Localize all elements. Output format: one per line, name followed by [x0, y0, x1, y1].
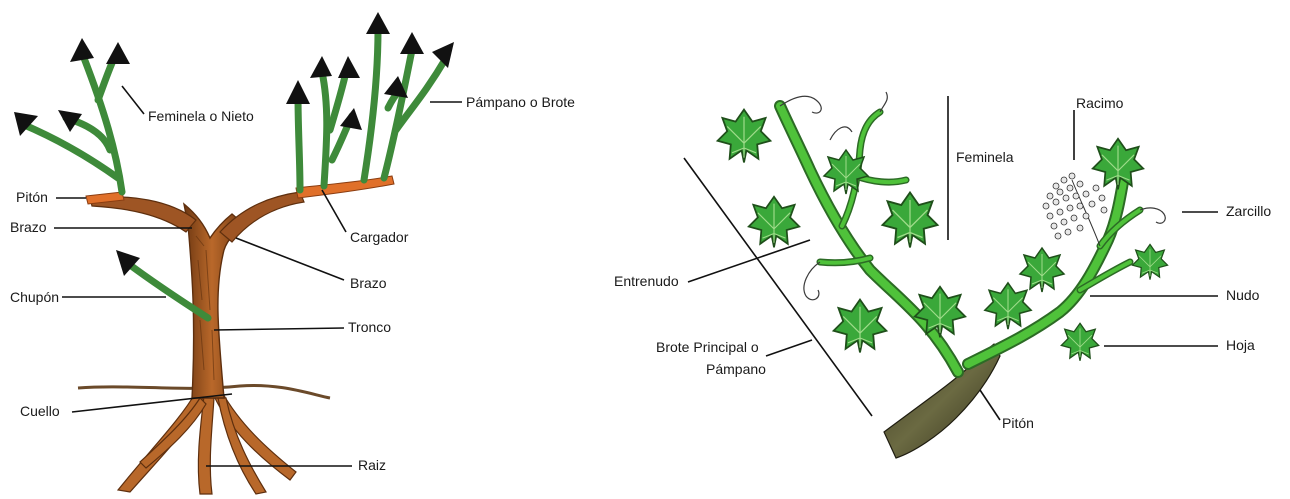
label-hoja: Hoja — [1226, 337, 1255, 353]
label-cargador: Cargador — [350, 229, 409, 245]
cargador-cane — [296, 176, 394, 198]
leaf-hoja — [1061, 323, 1098, 360]
leaf — [985, 283, 1031, 329]
roots — [118, 392, 296, 494]
label-feminela: Feminela — [956, 149, 1014, 165]
left-vine-diagram: Feminela o Nieto Pámpano o Brote Pitón B… — [10, 12, 575, 494]
label-brote-principal-line2: Pámpano — [706, 361, 766, 377]
growth-arrows-left — [14, 38, 130, 136]
label-raiz: Raiz — [358, 457, 386, 473]
label-brote-principal-line1: Brote Principal o — [656, 339, 759, 355]
leaf — [1020, 248, 1064, 292]
label-nudo: Nudo — [1226, 287, 1260, 303]
racimo-cluster — [1043, 173, 1107, 246]
label-pampano-o-brote: Pámpano o Brote — [466, 94, 575, 110]
label-tronco: Tronco — [348, 319, 391, 335]
label-chupon: Chupón — [10, 289, 59, 305]
leaf — [1093, 139, 1144, 190]
label-zarcillo: Zarcillo — [1226, 203, 1271, 219]
right-shoot-diagram: Racimo Feminela Zarcillo Entrenudo Nudo … — [614, 92, 1271, 458]
label-brazo-right: Brazo — [350, 275, 387, 291]
leaf — [749, 197, 800, 248]
leaf — [718, 110, 771, 163]
leaf — [834, 300, 887, 353]
leaf — [1132, 244, 1167, 279]
leaf — [883, 193, 938, 248]
label-piton-right: Pitón — [1002, 415, 1034, 431]
label-brazo-left: Brazo — [10, 219, 47, 235]
label-entrenudo: Entrenudo — [614, 273, 679, 289]
label-piton: Pitón — [16, 189, 48, 205]
label-cuello: Cuello — [20, 403, 60, 419]
label-feminela-o-nieto: Feminela o Nieto — [148, 108, 254, 124]
label-racimo: Racimo — [1076, 95, 1124, 111]
tendrils — [780, 92, 1165, 300]
